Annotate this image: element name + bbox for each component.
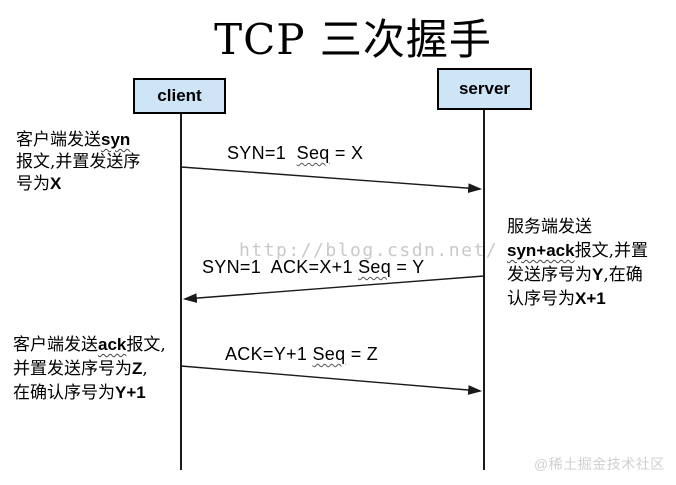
annotation-value: Y+1 [115, 383, 146, 402]
annotation-text: 报文, [126, 335, 166, 355]
message-arrow-ack [180, 365, 483, 395]
annotation-client-syn: 客户端发送syn 报文,并置发送序 号为X [16, 129, 140, 195]
annotation-text: 客户端发送 [16, 130, 101, 150]
annotation-value: Y [592, 265, 604, 284]
message-arrow-synack [182, 275, 485, 303]
message-text-wavy: Seq [296, 143, 330, 163]
annotation-keyword: syn [101, 130, 131, 149]
annotation-line: 号为X [16, 173, 140, 195]
annotation-text: 认序号为 [507, 289, 575, 309]
actor-label-client: client [157, 86, 202, 105]
annotation-keyword: ack [98, 335, 127, 354]
annotation-line: 认序号为X+1 [507, 287, 648, 311]
message-text-wavy: Seq [358, 257, 392, 277]
annotation-value: X+1 [575, 289, 606, 308]
annotation-line: 客户端发送ack报文, [13, 333, 166, 357]
message-text: SYN=1 [227, 143, 297, 163]
message-arrow-syn [180, 166, 483, 194]
message-text: = Z [345, 344, 379, 364]
annotation-value: Z [132, 359, 143, 378]
actor-box-client: client [133, 78, 226, 114]
annotation-line: 在确认序号为Y+1 [13, 381, 166, 405]
annotation-value: X [50, 174, 62, 193]
annotation-line: 发送序号为Y,在确 [507, 263, 648, 287]
annotation-text: 报文,并置发送序 [16, 152, 141, 172]
message-text: SYN=1 ACK=X+1 [202, 257, 359, 277]
annotation-text: 号为 [16, 174, 50, 194]
message-text: = X [329, 143, 364, 163]
annotation-server-synack: 服务端发送 syn+ack报文,并置 发送序号为Y,在确 认序号为X+1 [507, 216, 648, 311]
annotation-text: 并置发送序号为 [13, 359, 132, 379]
annotation-keyword: syn+ack [507, 241, 575, 260]
annotation-text: , [142, 359, 148, 379]
annotation-text: 报文,并置 [574, 241, 648, 261]
annotation-text: 在确认序号为 [13, 383, 115, 403]
actor-label-server: server [458, 79, 511, 98]
message-label-ack: ACK=Y+1 Seq = Z [225, 344, 378, 365]
annotation-line: 并置发送序号为Z, [13, 357, 166, 381]
annotation-text: 服务端发送 [507, 217, 592, 237]
annotation-line: syn+ack报文,并置 [507, 239, 648, 263]
message-text: = Y [391, 257, 425, 277]
message-text-wavy: Seq [312, 344, 346, 364]
annotation-line: 报文,并置发送序 [16, 151, 140, 173]
diagram-title: TCP 三次握手 [214, 15, 492, 64]
annotation-client-ack: 客户端发送ack报文, 并置发送序号为Z, 在确认序号为Y+1 [13, 333, 166, 405]
annotation-line: 服务端发送 [507, 216, 648, 239]
message-label-synack: SYN=1 ACK=X+1 Seq = Y [202, 257, 424, 278]
message-text: ACK=Y+1 [225, 344, 313, 364]
annotation-text: ,在确 [603, 265, 643, 285]
message-label-syn: SYN=1 Seq = X [227, 143, 363, 164]
watermark-juejin-community: @稀土掘金技术社区 [534, 456, 665, 472]
watermark-csdn-url: http://blog.csdn.net/ [239, 240, 499, 261]
annotation-text: 发送序号为 [507, 265, 592, 285]
annotation-line: 客户端发送syn [16, 129, 140, 151]
actor-box-server: server [437, 68, 532, 110]
annotation-text: 客户端发送 [13, 335, 98, 355]
